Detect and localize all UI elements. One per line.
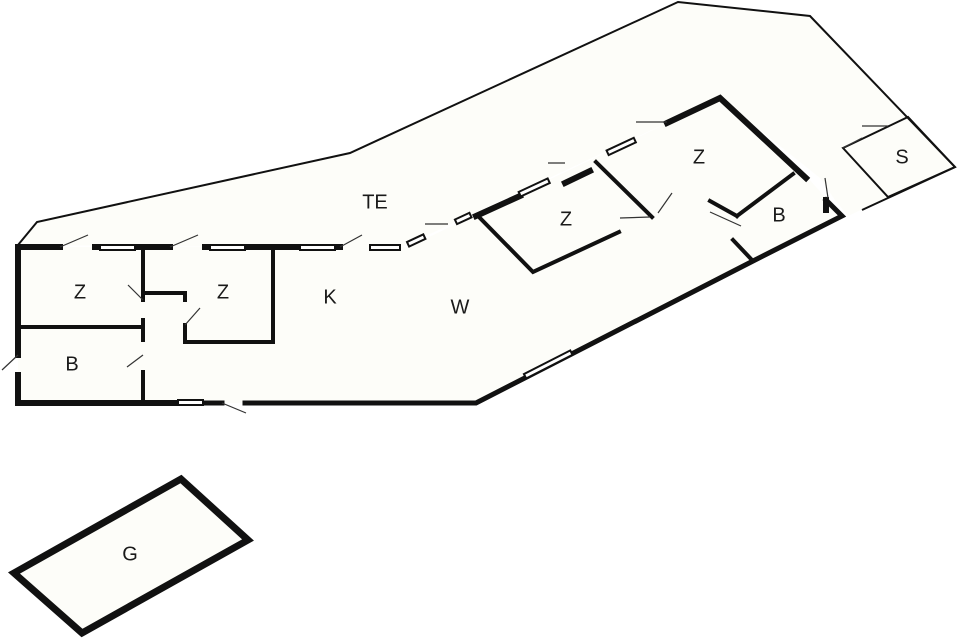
room-labels: TE Z Z K W B Z Z B S G — [65, 146, 908, 565]
label-bedroom-1: Z — [74, 281, 86, 303]
label-garage: G — [122, 543, 138, 565]
label-bedroom-4: Z — [693, 146, 705, 168]
label-bedroom-3: Z — [560, 208, 572, 230]
label-terrace: TE — [362, 191, 388, 213]
label-bedroom-2: Z — [217, 281, 229, 303]
main-building — [1, 94, 847, 414]
label-storage: S — [895, 146, 908, 168]
label-bathroom-1: B — [65, 353, 78, 375]
garage — [7, 474, 254, 638]
storage-shed — [841, 115, 957, 199]
label-bathroom-2: B — [772, 204, 785, 226]
label-living: W — [451, 296, 470, 318]
label-kitchen: K — [323, 286, 337, 308]
